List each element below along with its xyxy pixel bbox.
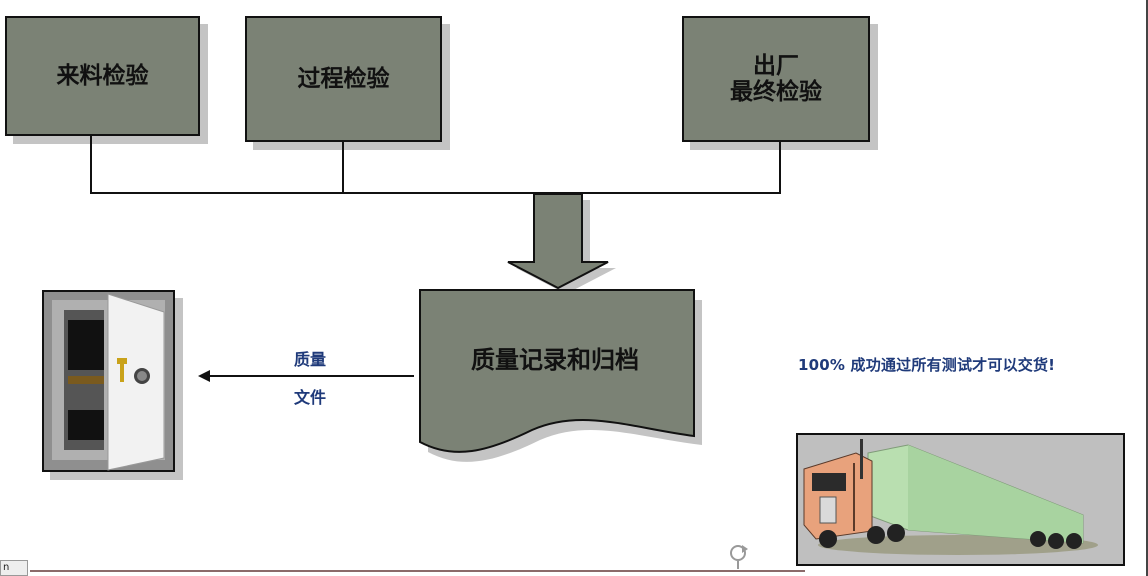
slogan-text: 100% 成功通过所有测试才可以交货! (798, 356, 1056, 374)
incoming-inspection-box: 来料检验 (5, 16, 200, 136)
safe-icon (42, 290, 183, 480)
truck-icon (803, 439, 1098, 555)
arrow-label-line1: 质量 (294, 350, 327, 369)
bottom-rule (30, 570, 805, 572)
rotate-icon[interactable] (728, 543, 750, 569)
archive-arrow-head (198, 370, 210, 382)
connector-incoming (90, 134, 92, 194)
down-arrow-shadow (516, 200, 616, 294)
connector-horizontal (90, 192, 781, 194)
document-shadow (428, 300, 702, 462)
right-border (1146, 0, 1148, 576)
connector-process (342, 140, 344, 194)
status-tab[interactable]: n (0, 560, 28, 576)
arrow-label-line2: 文件 (294, 388, 327, 407)
connector-final (779, 140, 781, 194)
process-inspection-box: 过程检验 (245, 16, 442, 142)
quality-records-label: 质量记录和归档 (471, 346, 639, 374)
final-inspection-box: 出厂 最终检验 (682, 16, 870, 142)
truck-picture-frame (796, 433, 1125, 566)
down-arrow (507, 193, 609, 290)
